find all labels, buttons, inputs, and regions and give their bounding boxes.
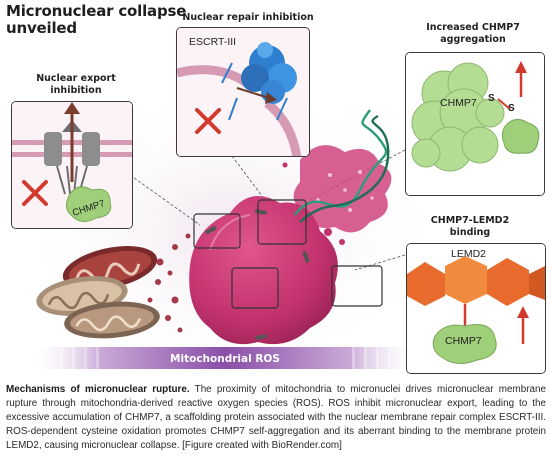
escrt-iii-complex bbox=[241, 42, 297, 104]
aggregation-arrow bbox=[515, 61, 527, 97]
chmp7-label-binding: CHMP7 bbox=[445, 335, 482, 347]
chmp7-monomer-binding bbox=[432, 324, 497, 364]
panel-title-binding: CHMP7-LEMD2 binding bbox=[430, 215, 510, 238]
binding-arrow bbox=[517, 306, 529, 344]
disulfide-bond bbox=[497, 98, 511, 110]
lemd2-label: LEMD2 bbox=[451, 248, 487, 260]
panel-title-repair: Nuclear repair inhibition bbox=[182, 12, 314, 23]
panel-title-aggregation: Increased CHMP7 aggregation bbox=[426, 22, 520, 45]
panel-title-export: Nuclear export inhibition bbox=[36, 73, 116, 96]
sulfur-label-2: S bbox=[508, 103, 515, 114]
panel-chmp7-aggregation: CHMP7 S S bbox=[405, 52, 545, 196]
panel-export-inhibition: CHMP7 bbox=[11, 101, 133, 229]
inhibition-x-export bbox=[22, 180, 48, 206]
chmp7-blob-export bbox=[66, 186, 112, 222]
caption-lead: Mechanisms of micronuclear rupture. bbox=[6, 384, 190, 395]
panel-repair-inhibition: ESCRT-III bbox=[176, 27, 310, 157]
sulfur-label-1: S bbox=[488, 93, 495, 104]
mitochondrion-3 bbox=[64, 301, 160, 339]
chmp7-label-aggregation: CHMP7 bbox=[440, 97, 477, 109]
dna-strand bbox=[294, 109, 390, 223]
escrt-iii-label: ESCRT-III bbox=[189, 36, 237, 48]
caption-body: The proximity of mitochondria to micronu… bbox=[6, 384, 546, 451]
mitochondria bbox=[36, 246, 160, 339]
lemd2-membrane-proteins bbox=[407, 256, 545, 306]
figure-caption: Mechanisms of micronuclear rupture. The … bbox=[6, 383, 546, 453]
chmp7-monomer bbox=[501, 119, 540, 154]
escrt-filaments bbox=[221, 62, 288, 121]
micronucleus bbox=[189, 195, 338, 345]
ros-bar-stripes bbox=[60, 347, 391, 369]
figure-title: Micronuclear collapse unveiled bbox=[6, 2, 187, 37]
repair-arrow bbox=[236, 87, 277, 104]
inhibition-x-repair bbox=[195, 108, 221, 134]
ros-bar-label: Mitochondrial ROS bbox=[170, 353, 280, 365]
panel-chmp7-lemd2-binding: LEMD2 CHMP7 bbox=[406, 243, 546, 374]
callout-boxes bbox=[193, 199, 383, 309]
mitochondrial-ros-bar bbox=[30, 347, 420, 369]
export-arrow bbox=[64, 102, 80, 182]
chmp7-aggregate bbox=[411, 62, 505, 172]
